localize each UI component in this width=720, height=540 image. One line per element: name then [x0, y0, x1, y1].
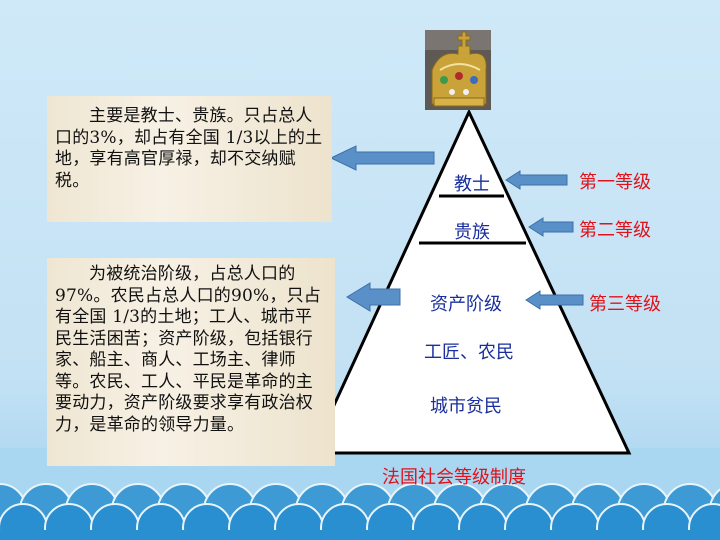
- arrow-left-icon: [525, 290, 584, 310]
- rank-label-third-estate: 第三等级: [589, 294, 661, 315]
- arrow-left-icon: [528, 217, 574, 237]
- privileged-description: 主要是教士、贵族。只占总人口的3%，却占有全国 1/3以上的土地，享有高官厚禄，…: [55, 106, 323, 191]
- crown-icon: [425, 30, 491, 110]
- rank-label-first-estate: 第一等级: [579, 172, 651, 193]
- pyramid: [309, 108, 632, 455]
- wave-decoration: [0, 483, 720, 540]
- arrow-left-icon: [505, 170, 568, 190]
- third-estate-description-box: 为被统治阶级，占总人口的97%。农民占总人口的90%，只占有全国 1/3的土地；…: [47, 258, 335, 466]
- pyramid-caption: 法国社会等级制度: [382, 467, 526, 488]
- wave-base: [0, 530, 720, 540]
- tier-label-artisans-peasants: 工匠、农民: [424, 342, 514, 363]
- arrow-left-icon: [329, 145, 435, 171]
- privileged-description-box: 主要是教士、贵族。只占总人口的3%，却占有全国 1/3以上的土地，享有高官厚禄，…: [47, 96, 332, 222]
- arrow-left-icon: [346, 282, 401, 312]
- tier-label-bourgeoisie: 资产阶级: [430, 294, 502, 315]
- rank-label-second-estate: 第二等级: [579, 220, 651, 241]
- third-estate-description: 为被统治阶级，占总人口的97%。农民占总人口的90%，只占有全国 1/3的土地；…: [55, 264, 321, 435]
- tier-label-clergy: 教士: [454, 174, 490, 195]
- tier-label-urban-poor: 城市贫民: [430, 396, 502, 417]
- tier-label-nobility: 贵族: [454, 222, 490, 243]
